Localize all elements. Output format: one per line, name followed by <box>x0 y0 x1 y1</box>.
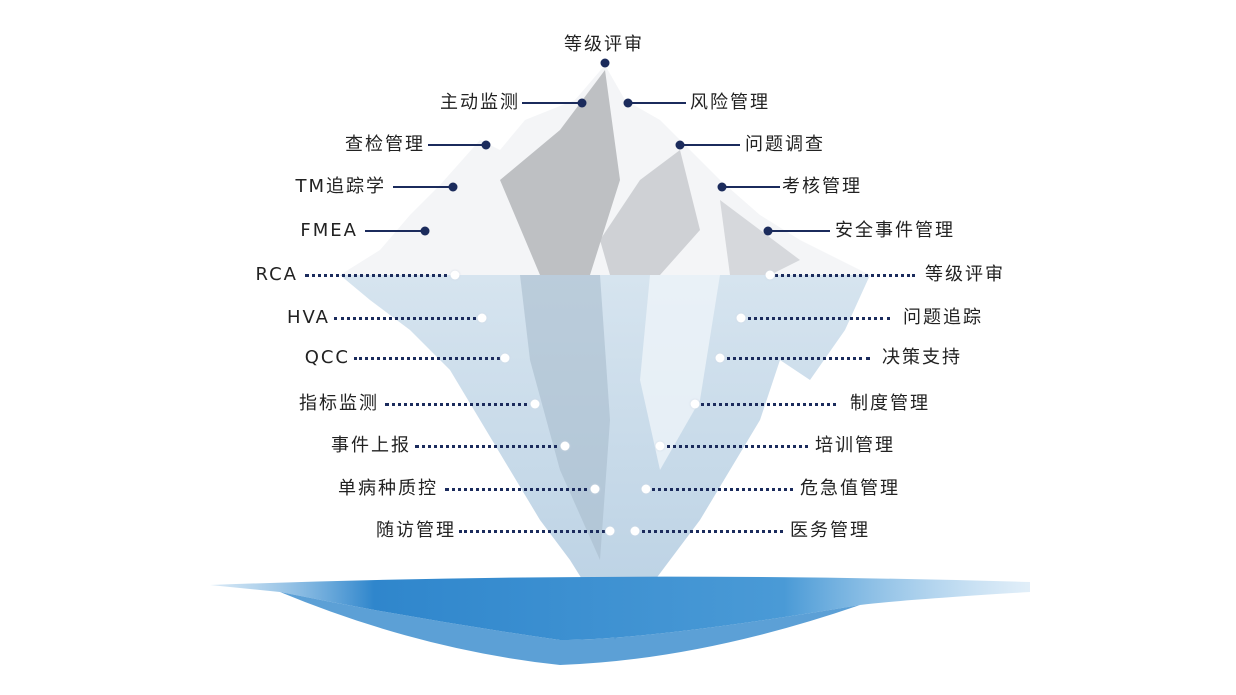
leader-line <box>428 144 486 146</box>
callout-dot <box>600 58 610 68</box>
callout-dot <box>530 399 540 409</box>
callout-dot <box>477 313 487 323</box>
dotted-leader-line <box>695 403 836 406</box>
dotted-leader-line <box>305 274 455 277</box>
label-text: 危急值管理 <box>800 478 900 499</box>
dotted-leader-line <box>415 445 565 448</box>
label-text: 问题追踪 <box>903 307 983 328</box>
dotted-leader-line <box>660 445 808 448</box>
label-text: FMEA <box>300 220 358 241</box>
label-text: 医务管理 <box>790 520 870 541</box>
dotted-leader-line <box>385 403 535 406</box>
label-text: 考核管理 <box>782 176 862 197</box>
callout-dot <box>448 182 458 192</box>
callout-dot <box>500 353 510 363</box>
leader-line <box>365 230 425 232</box>
callout-dot <box>605 526 615 536</box>
label-text: 等级评审 <box>564 34 644 55</box>
callout-dot <box>450 270 460 280</box>
callout-dot <box>560 441 570 451</box>
water-wave <box>210 576 1030 640</box>
callout-dot <box>481 140 491 150</box>
leader-line <box>722 186 780 188</box>
label-text: 主动监测 <box>440 92 520 113</box>
leader-line <box>628 102 686 104</box>
dotted-leader-line <box>354 357 505 360</box>
label-text: 事件上报 <box>331 435 411 456</box>
callout-dot <box>623 98 633 108</box>
leader-line <box>522 102 582 104</box>
dotted-leader-line <box>646 488 793 491</box>
leader-line <box>393 186 453 188</box>
leader-line <box>680 144 740 146</box>
callout-dot <box>420 226 430 236</box>
dotted-leader-line <box>445 488 595 491</box>
label-text: 制度管理 <box>850 393 930 414</box>
label-text: 风险管理 <box>690 92 770 113</box>
dotted-leader-line <box>741 317 890 320</box>
callout-dot <box>590 484 600 494</box>
callout-dot <box>577 98 587 108</box>
callout-dot <box>641 484 651 494</box>
label-text: 等级评审 <box>925 264 1005 285</box>
label-text: 培训管理 <box>815 435 895 456</box>
callout-dot <box>690 399 700 409</box>
callout-dot <box>715 353 725 363</box>
dotted-leader-line <box>635 530 783 533</box>
dotted-leader-line <box>334 317 482 320</box>
label-text: 单病种质控 <box>338 478 438 499</box>
dotted-leader-line <box>770 274 915 277</box>
label-text: QCC <box>304 347 350 368</box>
callout-dot <box>655 441 665 451</box>
label-text: 指标监测 <box>299 393 379 414</box>
callout-dot <box>763 226 773 236</box>
dotted-leader-line <box>720 357 870 360</box>
callout-dot <box>675 140 685 150</box>
dotted-leader-line <box>459 530 610 533</box>
label-text: 决策支持 <box>882 347 962 368</box>
callout-dot <box>630 526 640 536</box>
label-text: TM追踪学 <box>295 176 386 197</box>
callout-dot <box>717 182 727 192</box>
label-text: 安全事件管理 <box>835 220 955 241</box>
label-text: RCA <box>255 264 298 285</box>
leader-line <box>768 230 830 232</box>
callout-dot <box>736 313 746 323</box>
label-text: 问题调查 <box>745 134 825 155</box>
callout-dot <box>765 270 775 280</box>
label-text: HVA <box>286 307 330 328</box>
label-text: 查检管理 <box>345 134 425 155</box>
label-text: 随访管理 <box>376 520 456 541</box>
